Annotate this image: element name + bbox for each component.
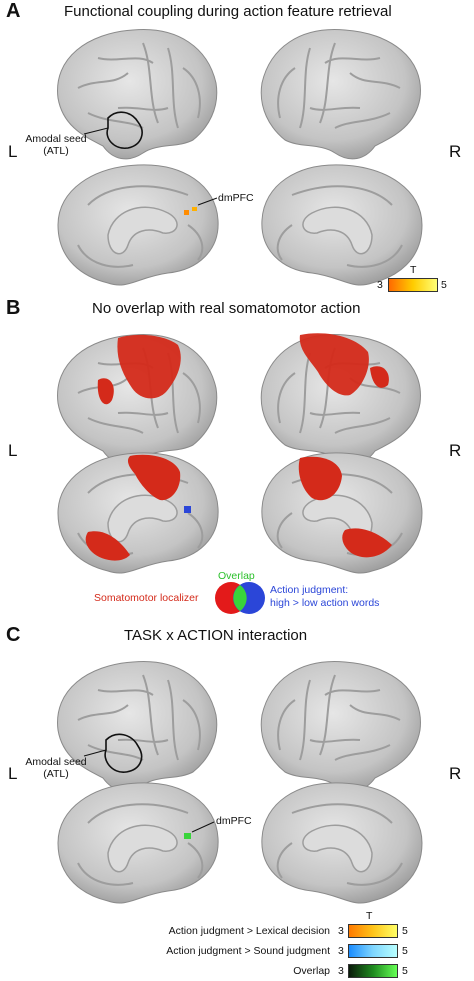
colorbar-orange-a bbox=[388, 278, 438, 292]
venn-overlap bbox=[233, 585, 247, 611]
legend-row-label-2: Action judgment > Sound judgment bbox=[166, 945, 330, 957]
brain-medial-left-c bbox=[57, 781, 220, 905]
hemisphere-right-c: R bbox=[449, 764, 462, 783]
somatomotor-medial-right-2 bbox=[342, 528, 392, 558]
legend-row-label-3: Overlap bbox=[293, 965, 330, 977]
seed-sub-a: (ATL) bbox=[43, 145, 69, 157]
hemisphere-left-c: L bbox=[8, 764, 18, 783]
legend-somatomotor: Somatomotor localizer bbox=[94, 592, 199, 604]
legend-overlap: Overlap bbox=[218, 570, 255, 582]
legend-row-max-3: 5 bbox=[402, 965, 408, 977]
panel-letter-c: C bbox=[6, 624, 21, 646]
seed-label-a: Amodal seed (ATL) bbox=[20, 133, 92, 157]
hemisphere-left-a: L bbox=[8, 142, 18, 161]
seed-sub-c: (ATL) bbox=[43, 768, 69, 780]
seed-outline-c bbox=[104, 733, 143, 773]
hemisphere-right-b: R bbox=[449, 441, 462, 460]
seed-label-c: Amodal seed (ATL) bbox=[20, 756, 92, 780]
region-label-c: dmPFC bbox=[216, 815, 252, 827]
legend-action-line1: Action judgment: bbox=[270, 584, 349, 596]
colorbar-green-c bbox=[348, 964, 398, 978]
somatomotor-medial-left-2 bbox=[85, 531, 130, 561]
scale-max-a: 5 bbox=[441, 279, 447, 291]
brain-medial-right-a bbox=[260, 163, 423, 287]
panel-title-a: Functional coupling during action featur… bbox=[64, 3, 392, 20]
legend-action: Action judgment: high > low action words bbox=[270, 584, 379, 610]
somatomotor-lateral-left-2 bbox=[97, 378, 114, 405]
somatomotor-medial-left bbox=[127, 454, 181, 501]
legend-row-min-2: 3 bbox=[338, 945, 344, 957]
seed-title-c: Amodal seed bbox=[25, 756, 87, 768]
hemisphere-right-a: R bbox=[449, 142, 462, 161]
somatomotor-lateral-right-2 bbox=[370, 366, 389, 388]
panel-letter-b: B bbox=[6, 297, 21, 319]
seed-outline-a bbox=[106, 111, 143, 149]
legend-row-max-1: 5 bbox=[402, 925, 408, 937]
brain-medial-right-b bbox=[260, 451, 423, 575]
legend-row-min-1: 3 bbox=[338, 925, 344, 937]
dmpfc-blob-a1 bbox=[184, 210, 189, 215]
somatomotor-lateral-left bbox=[117, 334, 181, 399]
brain-lateral-right-a bbox=[260, 28, 422, 160]
somatomotor-medial-right bbox=[298, 456, 342, 501]
panel-title-b: No overlap with real somatomotor action bbox=[92, 300, 361, 317]
brain-medial-right-c bbox=[260, 781, 423, 905]
brain-lateral-right-c bbox=[260, 660, 422, 792]
panel-letter-a: A bbox=[6, 0, 21, 22]
action-blob-medial-left bbox=[184, 506, 191, 513]
dmpfc-blob-c bbox=[184, 833, 191, 839]
scale-title-a: T bbox=[410, 264, 417, 276]
region-label-a: dmPFC bbox=[218, 192, 254, 204]
dmpfc-blob-a2 bbox=[192, 207, 197, 211]
scale-min-a: 3 bbox=[377, 279, 383, 291]
panel-title-c: TASK x ACTION interaction bbox=[124, 627, 308, 644]
legend-action-line2: high > low action words bbox=[270, 597, 380, 609]
hemisphere-left-b: L bbox=[8, 441, 18, 460]
brain-medial-left-a bbox=[57, 163, 220, 287]
legend-row-min-3: 3 bbox=[338, 965, 344, 977]
scale-title-c: T bbox=[366, 910, 373, 922]
legend-row-max-2: 5 bbox=[402, 945, 408, 957]
seed-title-a: Amodal seed bbox=[25, 133, 87, 145]
colorbar-orange-c bbox=[348, 924, 398, 938]
somatomotor-lateral-right bbox=[299, 333, 369, 396]
legend-row-label-1: Action judgment > Lexical decision bbox=[168, 925, 330, 937]
colorbar-blue-c bbox=[348, 944, 398, 958]
